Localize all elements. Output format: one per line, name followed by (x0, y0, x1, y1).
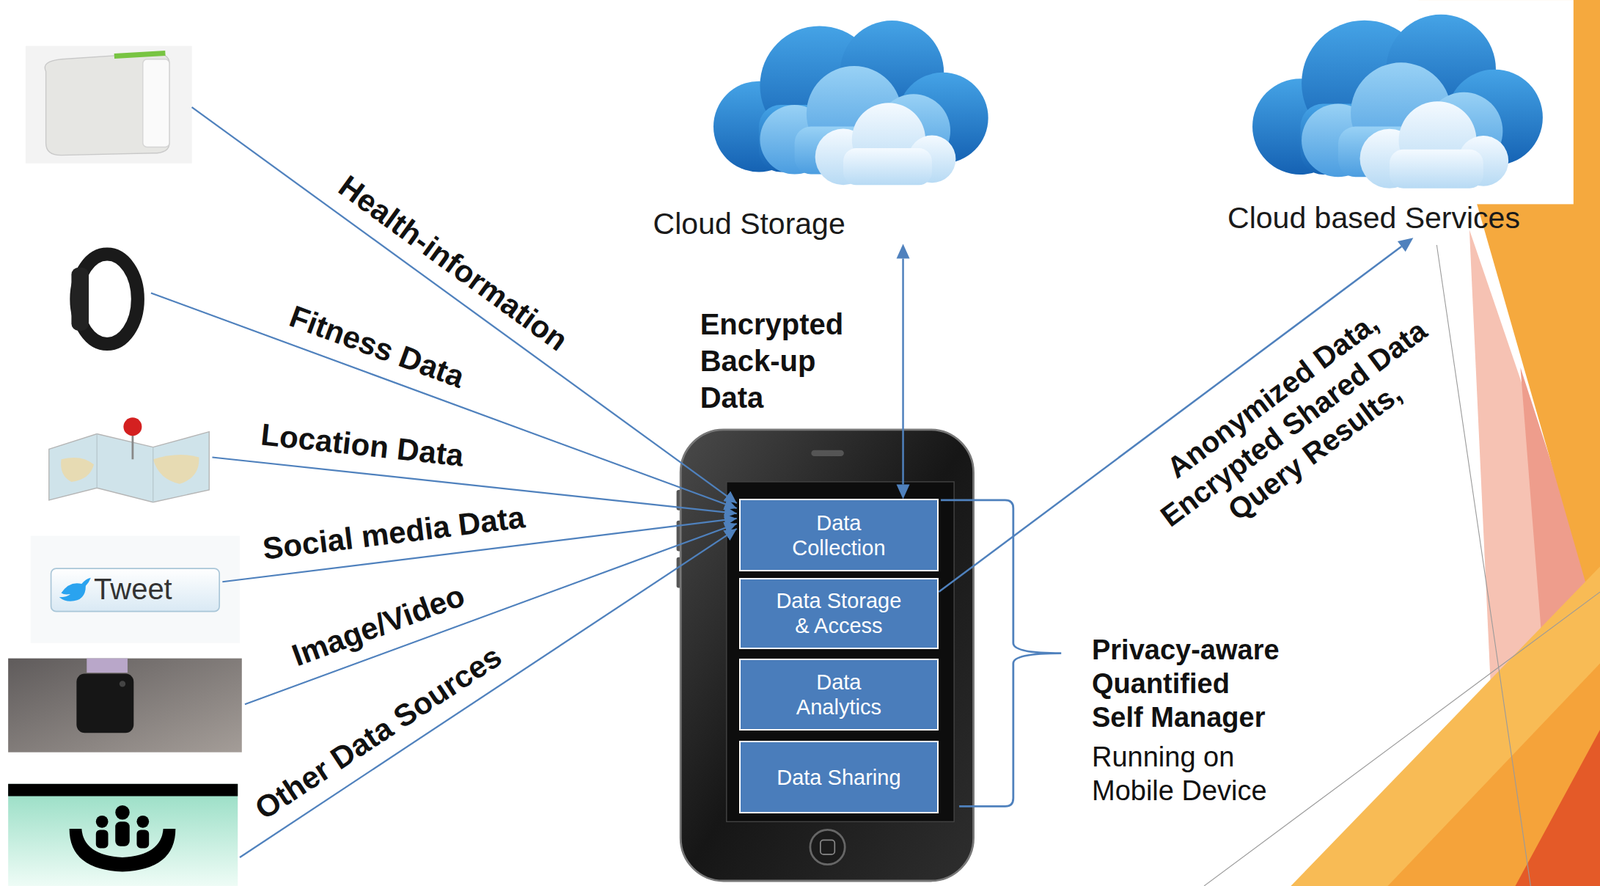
flow-label: Other Data Sources (249, 638, 509, 827)
map-icon (49, 431, 209, 503)
community-hands-icon (8, 783, 238, 886)
community-hands-icon (8, 783, 238, 797)
edge-label: Anonymized Data, Encrypted Shared Data Q… (1126, 280, 1460, 567)
button-text: Tweet (93, 571, 173, 606)
flow-label: Fitness Data (285, 298, 470, 395)
mobile-phone (726, 481, 954, 822)
map-icon (153, 454, 200, 484)
box-label: Data Sharing (776, 764, 901, 790)
map-icon (123, 417, 142, 436)
tweet-button-icon (30, 536, 240, 644)
tweet-button-icon (30, 536, 240, 644)
cloud-caption: Cloud Storage (653, 206, 1024, 241)
manager-note: Running on Mobile Device (1091, 739, 1284, 808)
wearable-camera-icon (8, 658, 242, 753)
slide-decoration (1290, 566, 1600, 886)
blood-pressure-cuff-icon (25, 46, 193, 164)
map-icon (60, 457, 94, 482)
slide-decoration (1388, 663, 1600, 886)
process-box: Data Sharing (739, 740, 940, 814)
cloud-picture (713, 20, 989, 185)
arrow-head (896, 483, 910, 499)
flow-label: Social media Data (261, 499, 528, 567)
mobile-phone (810, 450, 844, 457)
cloud-caption: Cloud based Services (1227, 200, 1595, 235)
box-label: Data Analytics (773, 669, 904, 720)
community-hands-icon (136, 829, 149, 848)
blood-pressure-cuff-icon (114, 52, 166, 56)
fitness-band-icon (71, 254, 138, 344)
connector-line (901, 258, 905, 484)
cloud-picture (653, 8, 1024, 209)
data-source-arrow (239, 528, 737, 858)
mobile-phone (676, 429, 974, 881)
blood-pressure-cuff-icon (25, 46, 193, 164)
community-hands-icon (115, 805, 130, 820)
data-source-arrow (151, 107, 737, 858)
arrow-head (896, 243, 910, 259)
map-icon (152, 447, 154, 503)
data-source-arrow (192, 107, 737, 504)
edge-label: Encrypted Back-up Data (700, 305, 877, 416)
slide-decoration (1514, 729, 1600, 886)
flow-label: Image/Video (286, 577, 469, 674)
fitness-band-icon (71, 267, 89, 331)
box-label: Data Storage & Access (773, 588, 904, 638)
cloud-picture (1204, 0, 1574, 204)
process-box: Data Analytics (739, 658, 940, 732)
box-label: Data Collection (773, 510, 904, 561)
process-box: Data Collection (739, 498, 940, 572)
slide-decoration (1436, 244, 1531, 886)
map-icon (49, 417, 209, 503)
community-hands-icon (136, 815, 149, 828)
tweet-button-icon (51, 568, 220, 611)
community-hands-icon (8, 783, 238, 886)
data-source-arrow (151, 292, 737, 509)
cloud-node: Cloud Storage (653, 8, 1024, 244)
map-icon (96, 433, 98, 488)
blood-pressure-cuff-icon (44, 52, 170, 155)
flow-label: Location Data (258, 417, 465, 474)
connector (896, 243, 910, 499)
map-icon (131, 433, 135, 460)
process-box: Data Storage & Access (739, 577, 940, 649)
community-hands-icon (96, 815, 109, 828)
manager-title: Privacy-aware Quantified Self Manager (1091, 632, 1284, 735)
mobile-phone (810, 829, 845, 864)
arrow-head (1397, 237, 1414, 252)
mobile-phone (680, 429, 974, 881)
cloud-node: Cloud based Services (1204, 2, 1595, 238)
tweet-button-icon (59, 577, 91, 602)
wearable-camera-icon (76, 673, 134, 733)
cloud-picture (653, 0, 1574, 209)
blood-pressure-cuff-icon (142, 59, 170, 148)
wearable-camera-icon (8, 658, 242, 753)
wearable-camera-icon (119, 680, 126, 687)
mobile-phone (820, 839, 835, 854)
community-hands-icon (96, 829, 109, 848)
community-hands-icon (115, 821, 130, 846)
cloud-picture (1252, 14, 1543, 189)
wearable-camera-icon (86, 658, 128, 673)
